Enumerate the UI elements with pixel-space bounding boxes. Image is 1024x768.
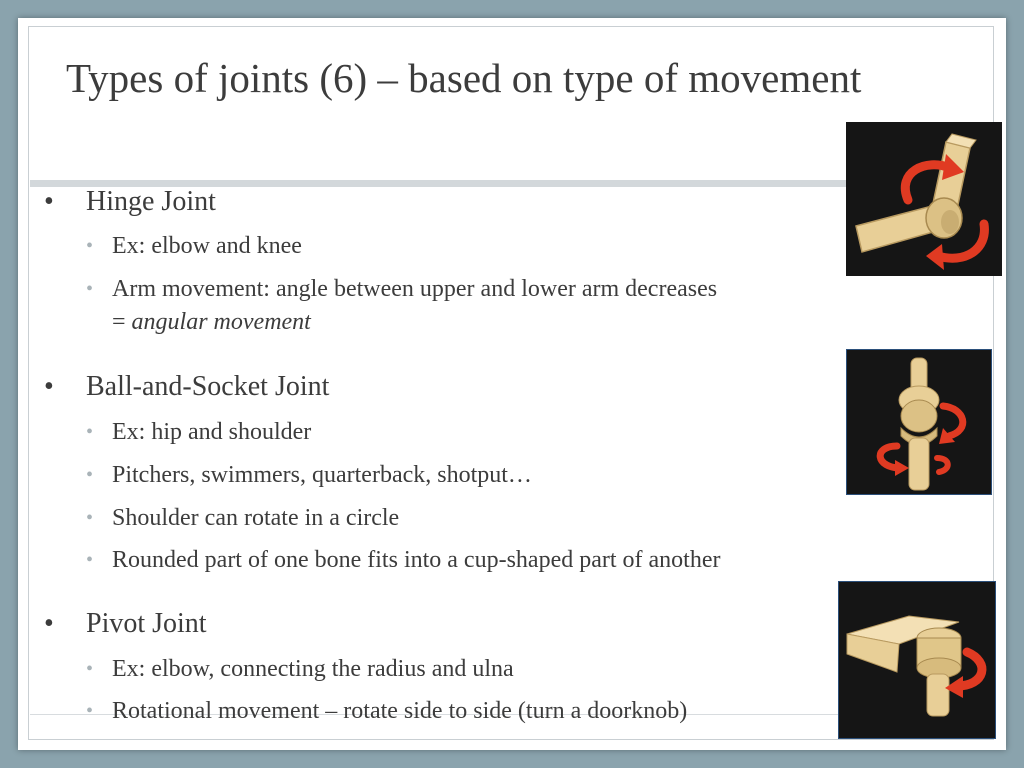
sub-bullet-dot: • <box>86 549 94 571</box>
pivot-movement: Rotational movement – rotate side to sid… <box>112 698 688 724</box>
bullet-dot: • <box>44 608 54 639</box>
footer-line <box>30 714 994 715</box>
ball-athletes: Pitchers, swimmers, quarterback, shotput… <box>112 462 532 488</box>
hinge-movement-continuation: = angular movement <box>112 306 311 339</box>
sub-bullet-dot: • <box>86 507 94 529</box>
ball-and-socket-joint-illustration <box>846 349 992 495</box>
sub-bullet-dot: • <box>86 235 94 257</box>
angular-movement-term: angular movement <box>131 309 311 335</box>
ball-example: Ex: hip and shoulder <box>112 419 312 445</box>
slide-frame <box>28 26 994 740</box>
sub-bullet-dot: • <box>86 658 94 680</box>
hinge-joint-illustration <box>846 122 1002 276</box>
hinge-example: Ex: elbow and knee <box>112 233 302 259</box>
equals-sign: = <box>112 309 132 335</box>
pivot-joint-illustration <box>838 581 996 739</box>
pivot-example: Ex: elbow, connecting the radius and uln… <box>112 656 514 682</box>
slide-title: Types of joints (6) – based on type of m… <box>66 55 862 101</box>
heading-hinge-joint: Hinge Joint <box>86 186 216 217</box>
title-divider <box>30 180 862 187</box>
hinge-movement: Arm movement: angle between upper and lo… <box>112 276 718 302</box>
heading-pivot-joint: Pivot Joint <box>86 608 207 639</box>
sub-bullet-dot: • <box>86 278 94 300</box>
slide: Types of joints (6) – based on type of m… <box>18 18 1006 750</box>
pivot-joint-icon <box>846 615 987 717</box>
sub-bullet-dot: • <box>86 464 94 486</box>
ball-and-socket-joint-icon <box>876 357 967 491</box>
ball-rotation: Shoulder can rotate in a circle <box>112 505 400 531</box>
sub-bullet-dot: • <box>86 700 94 722</box>
ball-description: Rounded part of one bone fits into a cup… <box>112 547 721 573</box>
sub-bullet-dot: • <box>86 421 94 443</box>
bullet-dot: • <box>44 371 54 402</box>
heading-ball-and-socket-joint: Ball-and-Socket Joint <box>86 371 330 402</box>
hinge-joint-icon <box>855 133 989 270</box>
bullet-dot: • <box>44 186 54 217</box>
